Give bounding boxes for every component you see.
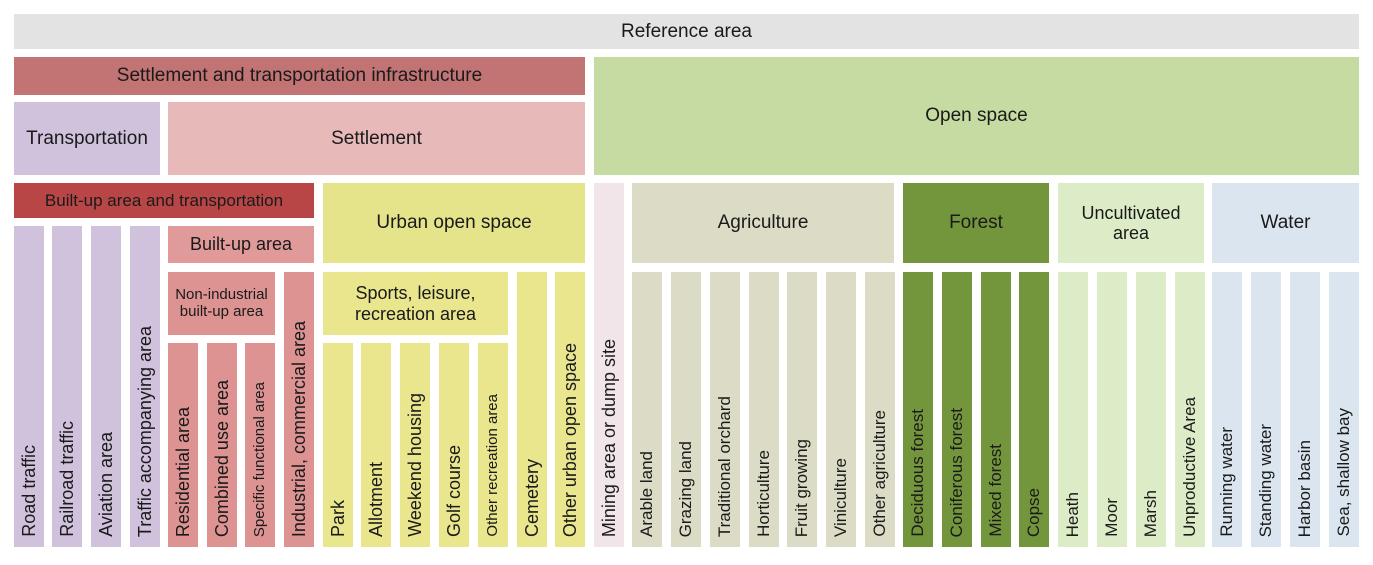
aviation-area-box: Aviation area bbox=[91, 226, 121, 547]
heath-box: Heath bbox=[1058, 272, 1088, 547]
other-urban-open-space-label: Other urban open space bbox=[559, 342, 580, 537]
marsh-label: Marsh bbox=[1141, 489, 1161, 537]
combined-use-area-box: Combined use area bbox=[207, 343, 237, 547]
grazing-land-label: Grazing land bbox=[676, 440, 696, 537]
combined-use-area-label: Combined use area bbox=[211, 379, 232, 537]
transportation-label: Transportation bbox=[26, 127, 148, 149]
sports-leisure-recreation-area-box: Sports, leisure, recreation area bbox=[323, 272, 508, 335]
cemetery-label: Cemetery bbox=[521, 458, 542, 537]
heath-label: Heath bbox=[1063, 491, 1083, 537]
industrial-commercial-area-box: Industrial, commercial area bbox=[284, 272, 314, 547]
weekend-housing-label: Weekend housing bbox=[404, 393, 425, 537]
coniferous-forest-box: Coniferous forest bbox=[942, 272, 972, 547]
mixed-forest-box: Mixed forest bbox=[981, 272, 1011, 547]
open-space-label: Open space bbox=[925, 105, 1028, 127]
standing-water-box: Standing water bbox=[1251, 272, 1281, 547]
road-traffic-box: Road traffic bbox=[14, 226, 44, 547]
grazing-land-box: Grazing land bbox=[671, 272, 701, 547]
deciduous-forest-label: Deciduous forest bbox=[908, 409, 928, 537]
agriculture-box: Agriculture bbox=[632, 183, 894, 263]
built-up-area-box: Built-up area bbox=[168, 226, 314, 263]
specific-functional-area-label: Specific functional area bbox=[250, 381, 268, 537]
settlement-and-transportation-infrastructure-box: Settlement and transportation infrastruc… bbox=[14, 57, 585, 95]
traditional-orchard-box: Traditional orchard bbox=[710, 272, 740, 547]
coniferous-forest-label: Coniferous forest bbox=[947, 407, 967, 537]
unproductive-area-label: Unproductive Area bbox=[1180, 397, 1200, 537]
urban-open-space-box: Urban open space bbox=[323, 183, 585, 263]
settlement-box: Settlement bbox=[168, 102, 585, 175]
sea-shallow-bay-box: Sea, shallow bay bbox=[1329, 272, 1359, 547]
sea-shallow-bay-label: Sea, shallow bay bbox=[1334, 408, 1354, 537]
agriculture-label: Agriculture bbox=[717, 212, 809, 234]
golf-course-box: Golf course bbox=[439, 343, 469, 547]
moor-box: Moor bbox=[1097, 272, 1127, 547]
park-label: Park bbox=[327, 499, 348, 537]
built-up-area-and-transportation-label: Built-up area and transportation bbox=[44, 190, 284, 210]
park-box: Park bbox=[323, 343, 353, 547]
copse-box: Copse bbox=[1019, 272, 1049, 547]
reference-area-label: Reference area bbox=[621, 20, 752, 42]
allotment-box: Allotment bbox=[361, 343, 391, 547]
copse-label: Copse bbox=[1024, 487, 1044, 537]
specific-functional-area-box: Specific functional area bbox=[245, 343, 275, 547]
railroad-traffic-box: Railroad traffic bbox=[52, 226, 82, 547]
deciduous-forest-box: Deciduous forest bbox=[903, 272, 933, 547]
cemetery-box: Cemetery bbox=[517, 272, 547, 547]
golf-course-label: Golf course bbox=[443, 444, 464, 537]
industrial-commercial-area-label: Industrial, commercial area bbox=[288, 320, 309, 537]
settlement-and-transportation-infrastructure-label: Settlement and transportation infrastruc… bbox=[116, 65, 483, 87]
sports-leisure-recreation-area-label: Sports, leisure, recreation area bbox=[354, 283, 477, 324]
built-up-area-label: Built-up area bbox=[189, 234, 293, 255]
other-recreation-area-label: Other recreation area bbox=[483, 394, 501, 537]
uncultivated-area-box: Uncultivated area bbox=[1058, 183, 1204, 263]
unproductive-area-box: Unproductive Area bbox=[1175, 272, 1205, 547]
viniculture-box: Viniculture bbox=[826, 272, 856, 547]
settlement-label: Settlement bbox=[331, 127, 422, 149]
uncultivated-area-label: Uncultivated area bbox=[1081, 202, 1181, 243]
mining-area-or-dump-site-label: Mining area or dump site bbox=[598, 338, 619, 537]
water-label: Water bbox=[1260, 212, 1311, 234]
residential-area-label: Residential area bbox=[172, 406, 193, 537]
forest-label: Forest bbox=[949, 212, 1003, 234]
moor-label: Moor bbox=[1102, 498, 1122, 537]
running-water-label: Running water bbox=[1217, 427, 1237, 537]
allotment-label: Allotment bbox=[365, 461, 386, 537]
other-agriculture-label: Other agriculture bbox=[870, 410, 890, 537]
other-agriculture-box: Other agriculture bbox=[865, 272, 895, 547]
traffic-accompanying-area-label: Traffic accompanying area bbox=[134, 325, 155, 537]
other-recreation-area-box: Other recreation area bbox=[478, 343, 508, 547]
other-urban-open-space-box: Other urban open space bbox=[555, 272, 585, 547]
residential-area-box: Residential area bbox=[168, 343, 198, 547]
built-up-area-and-transportation-box: Built-up area and transportation bbox=[14, 183, 314, 218]
railroad-traffic-label: Railroad traffic bbox=[56, 421, 77, 537]
standing-water-label: Standing water bbox=[1256, 423, 1276, 537]
arable-land-label: Arable land bbox=[637, 450, 657, 537]
urban-open-space-label: Urban open space bbox=[376, 212, 532, 234]
mining-area-or-dump-site-box: Mining area or dump site bbox=[594, 183, 624, 547]
horticulture-box: Horticulture bbox=[749, 272, 779, 547]
viniculture-label: Viniculture bbox=[831, 457, 851, 537]
forest-box: Forest bbox=[903, 183, 1049, 263]
harbor-basin-label: Harbor basin bbox=[1295, 439, 1315, 537]
non-industrial-built-up-area-box: Non-industrial built-up area bbox=[168, 272, 275, 335]
traffic-accompanying-area-box: Traffic accompanying area bbox=[130, 226, 160, 547]
open-space-box: Open space bbox=[594, 57, 1359, 175]
weekend-housing-box: Weekend housing bbox=[400, 343, 430, 547]
arable-land-box: Arable land bbox=[632, 272, 662, 547]
harbor-basin-box: Harbor basin bbox=[1290, 272, 1320, 547]
reference-area-box: Reference area bbox=[14, 14, 1359, 49]
water-box: Water bbox=[1212, 183, 1359, 263]
road-traffic-label: Road traffic bbox=[18, 445, 39, 537]
non-industrial-built-up-area-label: Non-industrial built-up area bbox=[175, 285, 268, 320]
transportation-box: Transportation bbox=[14, 102, 160, 175]
fruit-growing-label: Fruit growing bbox=[792, 438, 812, 537]
aviation-area-label: Aviation area bbox=[95, 432, 116, 537]
running-water-box: Running water bbox=[1212, 272, 1242, 547]
traditional-orchard-label: Traditional orchard bbox=[715, 395, 735, 537]
horticulture-label: Horticulture bbox=[754, 450, 774, 537]
fruit-growing-box: Fruit growing bbox=[787, 272, 817, 547]
marsh-box: Marsh bbox=[1136, 272, 1166, 547]
mixed-forest-label: Mixed forest bbox=[986, 444, 1006, 537]
